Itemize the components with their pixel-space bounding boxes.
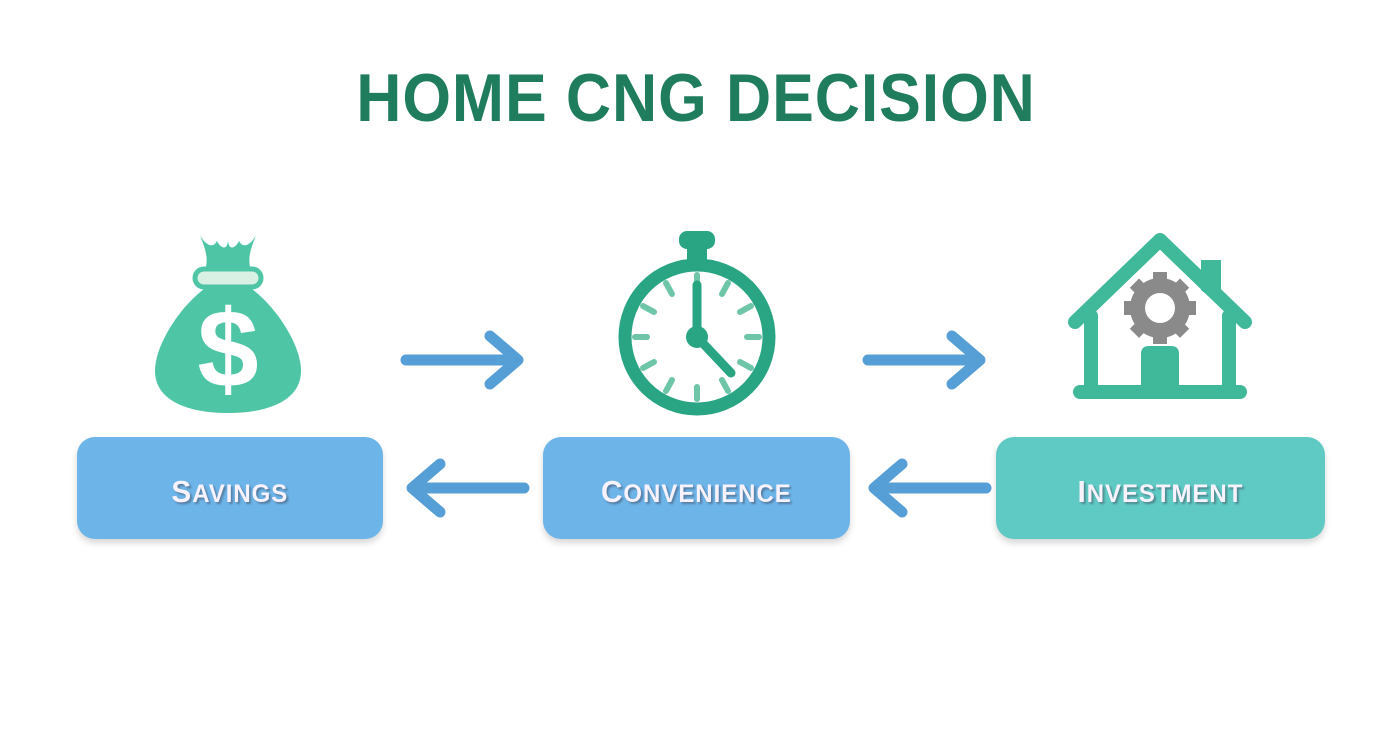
label-savings-lead: S (171, 463, 193, 512)
money-bag-icon: $ (128, 222, 328, 422)
arrow-left-convenience-to-savings (400, 458, 530, 518)
label-savings-rest: AVINGS (192, 469, 289, 510)
label-box-savings[interactable]: SAVINGS (77, 437, 383, 539)
label-convenience-lead: C (601, 463, 624, 512)
svg-text:$: $ (197, 288, 258, 411)
label-investment-rest: NVESTMENT (1086, 469, 1244, 510)
stopwatch-icon (597, 222, 797, 422)
label-convenience: CONVENIENCE (601, 463, 792, 513)
arrow-right-savings-to-convenience (400, 330, 530, 390)
arrow-right-convenience-to-investment (862, 330, 992, 390)
house-gear-icon (1060, 222, 1260, 422)
page-title: HOME CNG DECISION (356, 60, 1036, 136)
label-savings: SAVINGS (172, 463, 289, 513)
label-investment-lead: I (1077, 463, 1087, 512)
label-box-investment[interactable]: INVESTMENT (996, 437, 1325, 539)
label-box-convenience[interactable]: CONVENIENCE (543, 437, 850, 539)
label-convenience-rest: ONVENIENCE (623, 469, 792, 510)
arrow-left-investment-to-convenience (862, 458, 992, 518)
label-investment: INVESTMENT (1078, 463, 1244, 513)
